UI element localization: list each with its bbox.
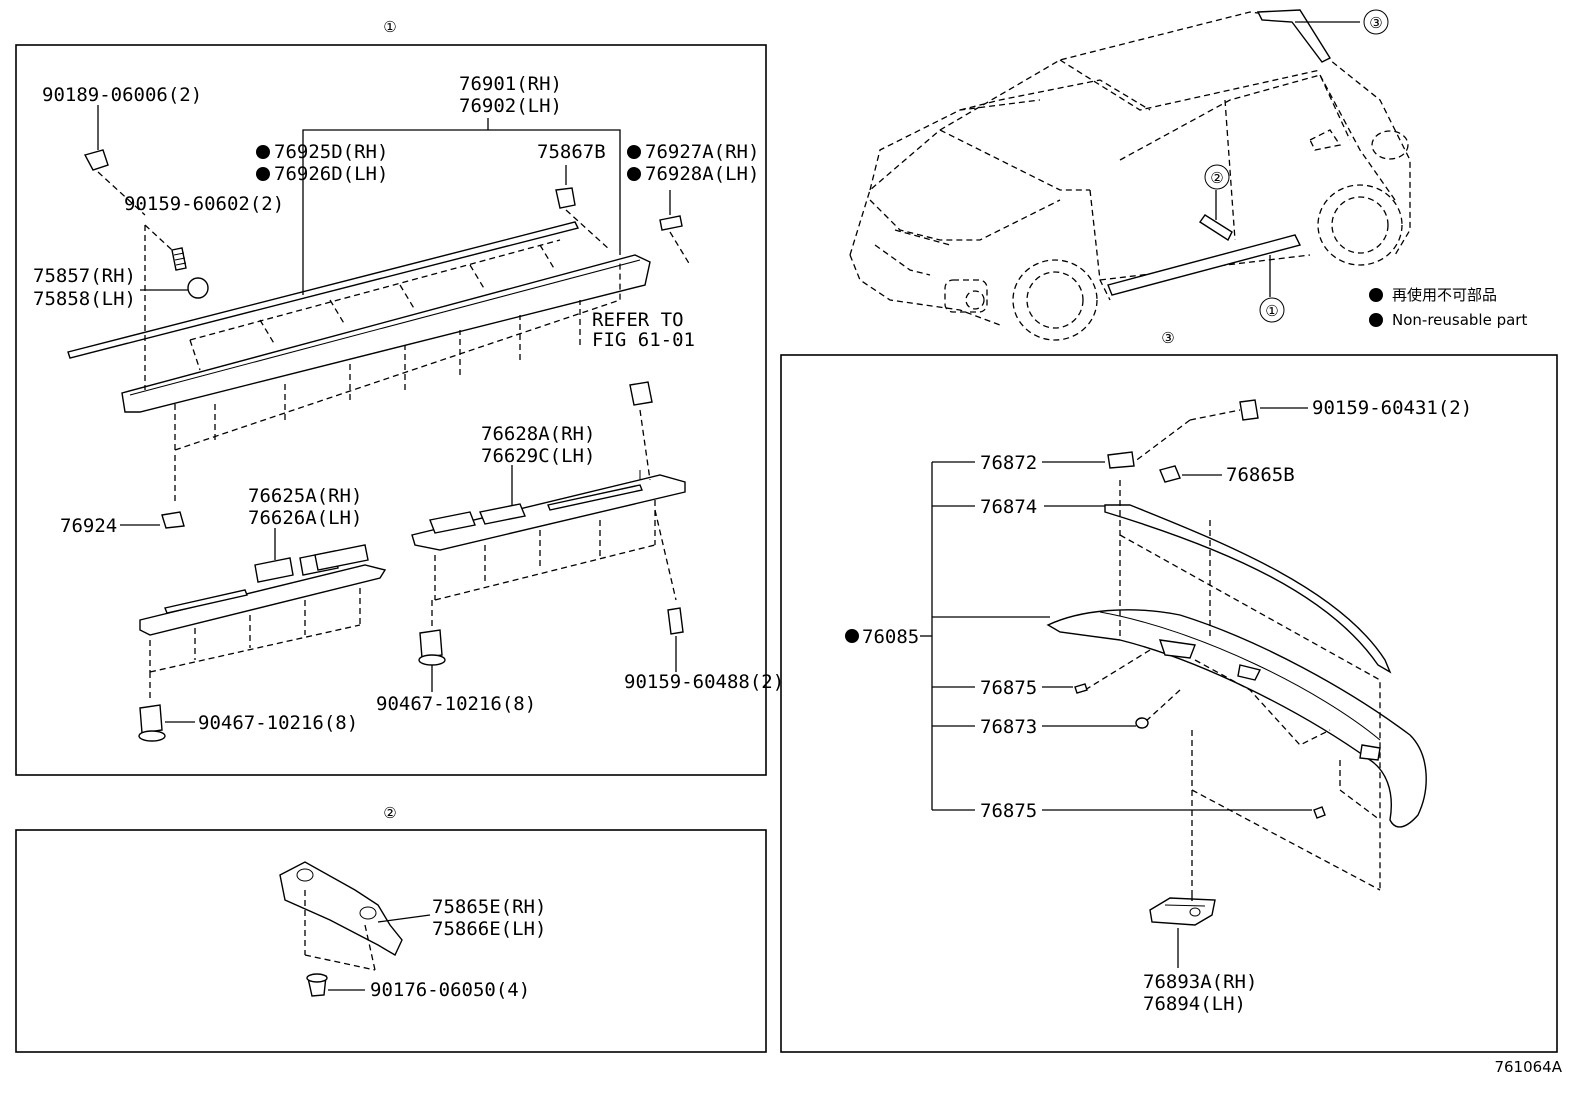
section-1-frame: [15, 44, 767, 776]
label-76893A: 76893A(RH): [1143, 971, 1257, 993]
label-76873: 76873: [980, 716, 1037, 738]
label-90189-06006: 90189-06006(2): [42, 84, 202, 106]
non-reusable-dot-icon: [1369, 313, 1383, 327]
svg-text:①: ①: [1265, 302, 1278, 320]
legend: 再使用不可部品 Non-reusable part: [1369, 286, 1527, 329]
label-76901: 76901(RH): [459, 73, 562, 95]
label-76626A: 76626A(LH): [248, 507, 362, 529]
non-reusable-dot-icon: [256, 145, 270, 159]
car-overview-illustration: [849, 9, 1411, 341]
section-1-labels: 90189-06006(2) 90159-60602(2) 75857(RH) …: [33, 73, 784, 734]
non-reusable-dot-icon: [1369, 288, 1383, 302]
label-90159-60488: 90159-60488(2): [624, 671, 784, 693]
section-1-marker: ①: [383, 18, 396, 36]
label-90467-10216-a: 90467-10216(8): [198, 712, 358, 734]
non-reusable-dot-icon: [256, 167, 270, 181]
label-76902: 76902(LH): [459, 95, 562, 117]
svg-text:再使用不可部品: 再使用不可部品: [1392, 286, 1497, 304]
car-callout-2: ②: [1204, 164, 1230, 220]
label-refer-to: REFER TO: [592, 309, 684, 331]
car-callout-3: ③: [1295, 9, 1389, 35]
section-1-bracket-76628A: [411, 381, 686, 692]
label-76875-b: 76875: [980, 800, 1037, 822]
section-1-bracket-76625A: [138, 528, 387, 742]
non-reusable-dot-icon: [845, 629, 859, 643]
label-76625A: 76625A(RH): [248, 485, 362, 507]
svg-text:①: ①: [383, 18, 396, 36]
label-76927A: 76927A(RH): [645, 141, 759, 163]
section-2-frame: [15, 829, 767, 1053]
label-90159-60431: 90159-60431(2): [1312, 397, 1472, 419]
svg-text:Non-reusable part: Non-reusable part: [1392, 311, 1527, 329]
label-76629C: 76629C(LH): [481, 445, 595, 467]
section-3-labels: 90159-60431(2) 76872 76865B 76874 76085 …: [845, 397, 1472, 1015]
label-76926D: 76926D(LH): [274, 163, 388, 185]
label-90467-10216-b: 90467-10216(8): [376, 693, 536, 715]
label-76865B: 76865B: [1226, 464, 1295, 486]
section-3-frame: [780, 354, 1558, 1053]
label-76085: 76085: [862, 626, 919, 648]
section-2-labels: 75865E(RH) 75866E(LH) 90176-06050(4): [370, 896, 546, 1001]
label-75858: 75858(LH): [33, 288, 136, 310]
label-75866E: 75866E(LH): [432, 918, 546, 940]
label-76925D: 76925D(RH): [274, 141, 388, 163]
label-90176-06050: 90176-06050(4): [370, 979, 530, 1001]
svg-text:③: ③: [1369, 14, 1382, 32]
label-75857: 75857(RH): [33, 265, 136, 287]
figure-code: 761064A: [1494, 1058, 1562, 1076]
label-76928A: 76928A(LH): [645, 163, 759, 185]
non-reusable-dot-icon: [627, 145, 641, 159]
label-76924: 76924: [60, 515, 117, 537]
svg-text:③: ③: [1161, 329, 1174, 347]
section-3-spoiler: [920, 399, 1427, 968]
car-callout-1: ①: [1259, 255, 1285, 323]
section-2-marker: ②: [383, 804, 396, 822]
label-76628A: 76628A(RH): [481, 423, 595, 445]
label-76872: 76872: [980, 452, 1037, 474]
label-75867B: 75867B: [537, 141, 606, 163]
section-3-marker: ③: [1161, 329, 1174, 347]
label-fig-61-01: FIG 61-01: [592, 329, 695, 351]
label-75865E: 75865E(RH): [432, 896, 546, 918]
section-2-garnish: [279, 861, 431, 997]
label-76875-a: 76875: [980, 677, 1037, 699]
svg-text:②: ②: [383, 804, 396, 822]
label-76894: 76894(LH): [1143, 993, 1246, 1015]
label-76874: 76874: [980, 496, 1037, 518]
section-1-rocker-moulding: [67, 105, 691, 529]
label-90159-60602: 90159-60602(2): [124, 193, 284, 215]
non-reusable-dot-icon: [627, 167, 641, 181]
svg-text:②: ②: [1210, 169, 1223, 187]
